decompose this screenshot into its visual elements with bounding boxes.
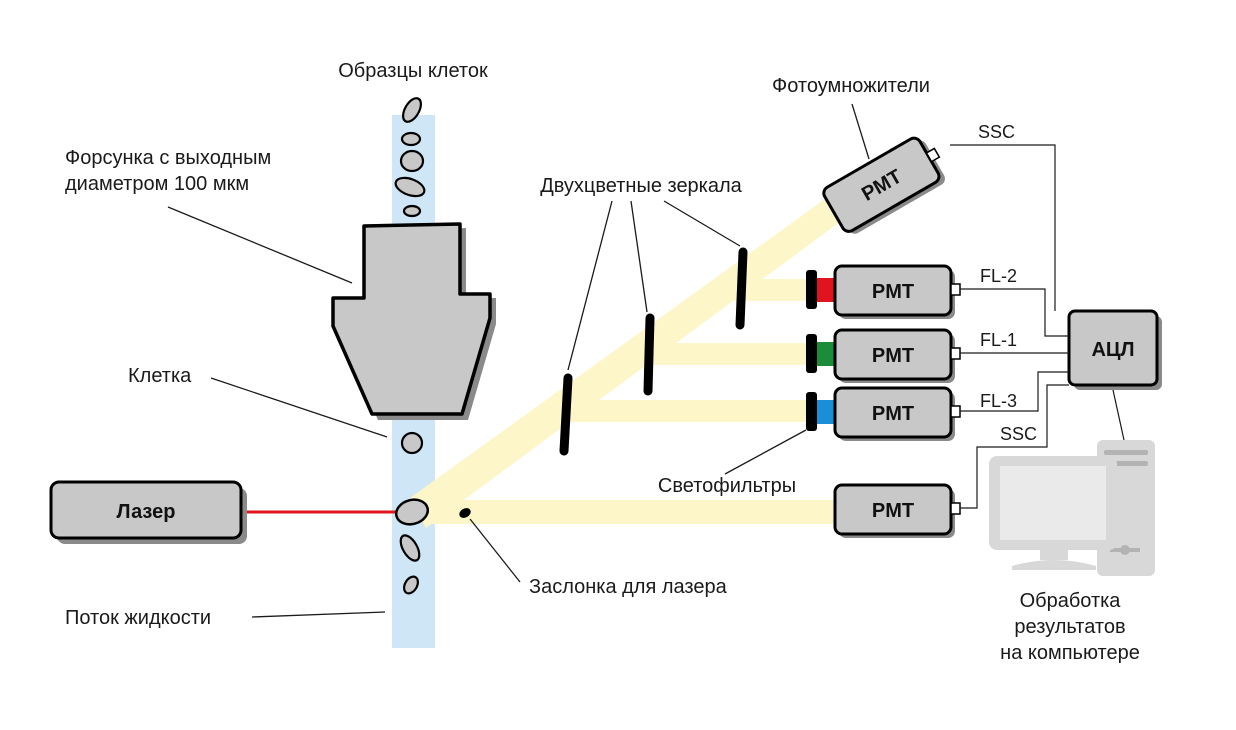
fluid-stream-label: Поток жидкости <box>65 607 211 629</box>
signal-fl3: FL-3 <box>980 391 1017 411</box>
pmt-fl1-label: PMT <box>872 345 914 367</box>
signal-ssc-top: SSC <box>978 122 1015 142</box>
pmt-fl3-label: PMT <box>872 403 914 425</box>
cell-at-interrogation-point <box>394 498 430 526</box>
laser-shutter <box>459 508 471 518</box>
filter-fl2 <box>806 270 836 309</box>
nozzle-label-line1: Форсунка с выходным <box>65 147 271 169</box>
cell-label: Клетка <box>128 365 192 387</box>
sample-cells <box>394 97 426 595</box>
cell-samples-label: Образцы клеток <box>338 60 488 82</box>
laser-label: Лазер <box>117 501 176 523</box>
signal-fl1: FL-1 <box>980 330 1017 350</box>
laser-shutter-label: Заслонка для лазера <box>529 576 728 598</box>
pmt-fl2: PMT <box>833 264 961 319</box>
pmt-fl2-label: PMT <box>872 281 914 303</box>
filters-label: Светофильтры <box>658 475 796 497</box>
signal-fl2: FL-2 <box>980 266 1017 286</box>
dichroic-mirrors-label: Двухцветные зеркала <box>540 175 742 197</box>
filters <box>806 270 836 431</box>
signal-ssc-bottom: SSC <box>1000 424 1037 444</box>
adc-label: АЦЛ <box>1091 339 1134 361</box>
pmt-ssc-top: PMT <box>822 136 945 234</box>
signal-wires <box>950 144 1125 509</box>
processing-label-line1: Обработка <box>1020 590 1122 612</box>
nozzle <box>331 222 496 420</box>
filter-fl3 <box>806 392 836 431</box>
processing-label-line2: результатов <box>1014 616 1125 638</box>
pmt-ssc-bottom: PMT <box>833 483 961 538</box>
adc-box: АЦЛ <box>1067 309 1162 390</box>
pmt-ssc-bottom-label: PMT <box>872 500 914 522</box>
filter-fl1 <box>806 334 836 373</box>
laser-box: Лазер <box>49 480 247 544</box>
leader-lines <box>167 103 870 618</box>
nozzle-label-line2: диаметром 100 мкм <box>65 173 249 195</box>
dichroic-mirrors <box>559 247 748 456</box>
pmt-fl1: PMT <box>833 328 961 383</box>
pmt-fl3: PMT <box>833 386 961 441</box>
photomultipliers-label: Фотоумножители <box>772 75 930 97</box>
computer-icon <box>989 440 1155 576</box>
processing-label-line3: на компьютере <box>1000 642 1140 664</box>
